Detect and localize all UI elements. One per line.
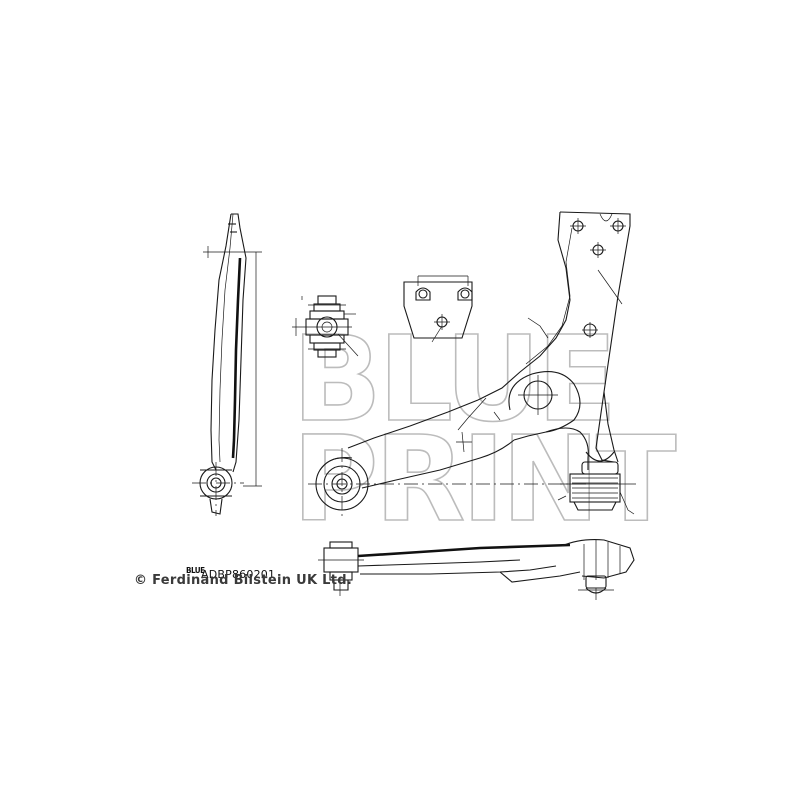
plan-view — [308, 211, 636, 520]
bracket-detail-view — [403, 275, 473, 343]
copyright-notice: © Ferdinand Bilstein UK Ltd. — [134, 573, 353, 588]
front-view — [318, 539, 635, 600]
watermark-line1: BLUE — [292, 310, 613, 448]
brand-mini-logo: BLUE — [186, 566, 205, 575]
side-view — [192, 213, 262, 516]
bushing-section-view — [292, 295, 359, 358]
watermark: BLUE PRINT — [291, 309, 681, 549]
part-number: ADBP860201 — [201, 568, 276, 581]
watermark-line2: PRINT — [292, 410, 676, 548]
